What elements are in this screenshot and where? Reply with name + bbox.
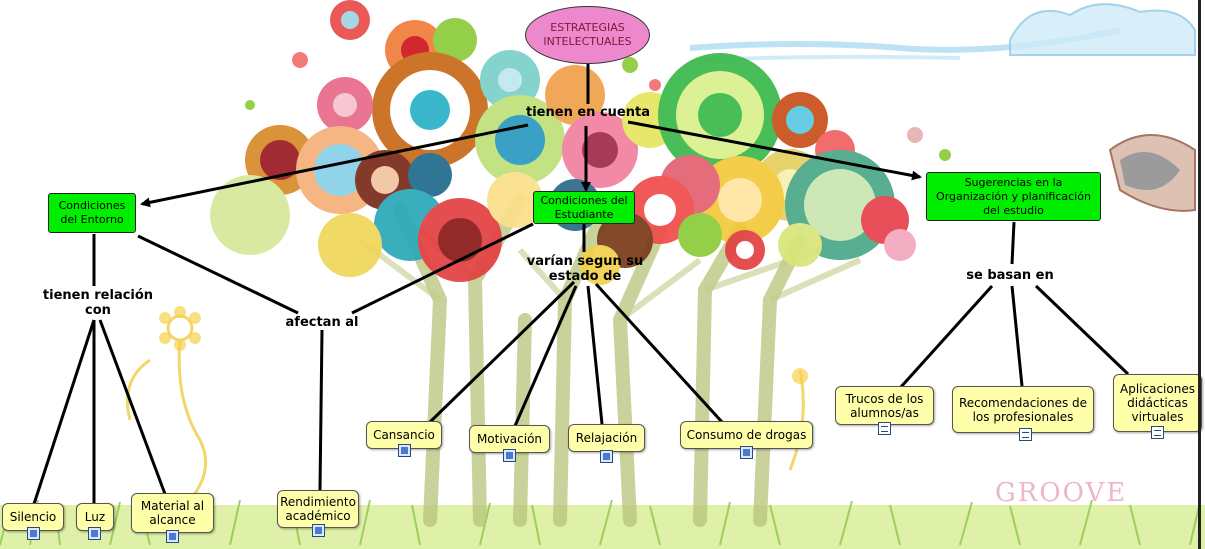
image-resource-icon[interactable]	[166, 530, 179, 543]
image-resource-icon[interactable]	[503, 449, 516, 462]
line-to-recomendaciones	[1010, 285, 1024, 387]
line-to-motivacion	[513, 285, 578, 427]
concept-trucos-alumnos[interactable]: Trucos de los alumnos/as	[835, 386, 934, 425]
line-estudiante-to-afecta	[351, 222, 534, 315]
concept-aplicaciones-didacticas[interactable]: Aplicaciones didácticas virtuales	[1113, 374, 1202, 432]
image-resource-icon[interactable]	[740, 446, 753, 459]
link-phrase-tienen-en-cuenta: tienen en cuenta	[526, 105, 650, 120]
concept-condiciones-entorno[interactable]: Condiciones del Entorno	[48, 193, 136, 233]
line-sugerencias-to-basan	[1010, 221, 1016, 265]
line-to-drogas	[594, 282, 724, 424]
root-concept[interactable]: ESTRATEGIAS INTELECTUALES	[525, 6, 650, 64]
line-to-cansancio	[428, 280, 576, 424]
line-to-trucos	[898, 284, 994, 390]
image-resource-icon[interactable]	[312, 524, 325, 537]
link-phrase-afectan-al: afectan al	[285, 315, 359, 330]
link-phrase-se-basan-en: se basan en	[966, 268, 1054, 283]
concept-relajacion[interactable]: Relajación	[568, 424, 645, 452]
concept-material-al-alcance[interactable]: Material al alcance	[131, 493, 214, 533]
concept-condiciones-estudiante[interactable]: Condiciones del Estudiante	[533, 191, 635, 224]
image-resource-icon[interactable]	[27, 527, 40, 540]
document-resource-icon[interactable]	[1151, 426, 1164, 439]
right-border	[1198, 0, 1201, 549]
line-to-rendimiento	[318, 329, 324, 491]
concept-recomendaciones-profesionales[interactable]: Recomendaciones de los profesionales	[952, 386, 1094, 433]
line-to-material	[98, 319, 167, 495]
concept-consumo-de-drogas[interactable]: Consumo de drogas	[680, 421, 813, 449]
document-resource-icon[interactable]	[1019, 428, 1032, 441]
image-resource-icon[interactable]	[600, 450, 613, 463]
line-entorno-to-afecta	[137, 234, 299, 315]
link-phrase-tienen-relacion: tienen relación con	[42, 288, 154, 318]
arrow-to-entorno	[140, 123, 529, 208]
line-to-relajacion	[586, 285, 604, 425]
concept-rendimiento-academico[interactable]: Rendimiento académico	[277, 490, 359, 528]
document-resource-icon[interactable]	[878, 422, 891, 435]
line-to-silencio	[32, 319, 96, 505]
groove-watermark: GROOVE	[995, 478, 1128, 508]
link-phrase-varian-segun: varían segun su estado de	[526, 254, 644, 284]
concept-cansancio[interactable]: Cansancio	[366, 421, 442, 449]
concept-sugerencias[interactable]: Sugerencias en la Organización y planifi…	[926, 172, 1101, 221]
line-to-aplicaciones	[1034, 284, 1130, 376]
image-resource-icon[interactable]	[398, 444, 411, 457]
concept-luz[interactable]: Luz	[76, 503, 114, 531]
arrow-to-sugerencias	[627, 120, 922, 181]
image-resource-icon[interactable]	[88, 527, 101, 540]
